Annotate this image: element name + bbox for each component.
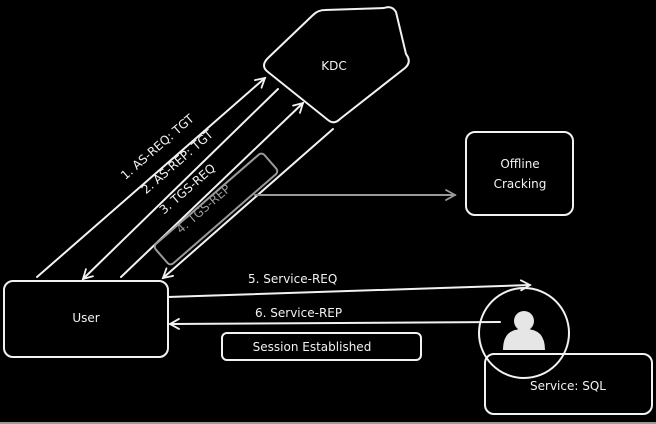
arrow-tgs-rep — [161, 128, 334, 280]
offline-label-line2: Cracking — [494, 177, 547, 191]
user-node: User — [3, 280, 169, 358]
arrow-service-rep — [168, 318, 501, 330]
bottom-border — [0, 422, 656, 424]
service-node: Service: SQL — [478, 287, 653, 415]
service-label: Service: SQL — [530, 379, 606, 393]
label-service-rep: 6. Service-REP — [255, 306, 342, 320]
user-avatar-icon — [503, 311, 545, 350]
kdc-node: KDC — [263, 6, 410, 124]
label-service-req: 5. Service-REQ — [248, 272, 337, 286]
arrow-service-req — [167, 279, 532, 298]
offline-cracking-node: Offline Cracking — [465, 131, 574, 216]
arrow-tgs-req — [120, 101, 305, 278]
offline-label-line1: Offline — [500, 157, 539, 171]
session-label: Session Established — [253, 340, 372, 354]
user-label: User — [72, 311, 99, 325]
kdc-label: KDC — [321, 59, 347, 73]
arrow-as-req — [36, 76, 267, 278]
session-established-box: Session Established — [221, 332, 422, 361]
tgs-rep-highlight-box — [153, 152, 279, 266]
arrow-as-rep — [81, 88, 279, 281]
